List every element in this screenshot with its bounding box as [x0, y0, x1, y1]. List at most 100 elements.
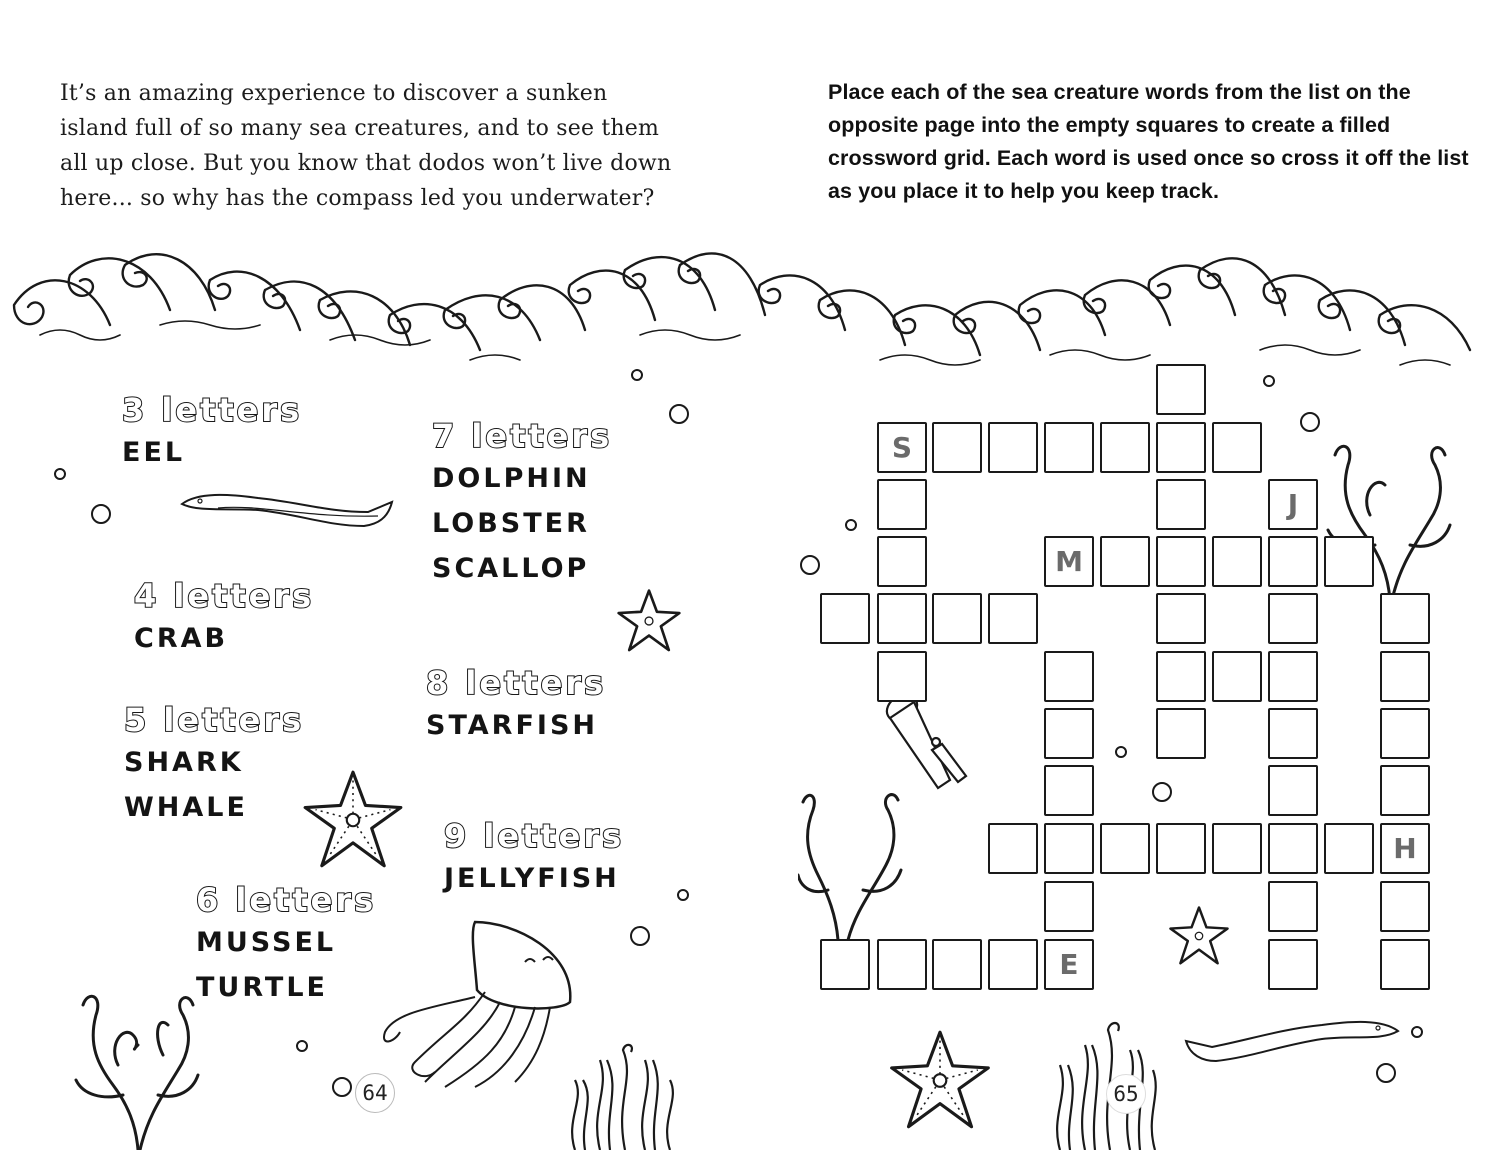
bubble-icon [1300, 412, 1320, 432]
crossword-cell[interactable]: E [1044, 939, 1094, 990]
word-group-6-letters: 6 letters MUSSEL TURTLE [195, 880, 377, 1010]
left-page: It’s an amazing experience to discover a… [54, 81, 689, 1150]
group-title: 6 letters [195, 880, 377, 920]
page-number: 65 [1106, 1074, 1146, 1114]
crossword-cell[interactable] [1156, 593, 1206, 644]
coral-icon [74, 994, 200, 1150]
bubble-icon [677, 889, 689, 901]
crossword-cell[interactable] [1156, 651, 1206, 702]
crossword-cell[interactable] [1268, 708, 1318, 759]
crossword-cell[interactable] [932, 939, 982, 990]
crossword-cell[interactable] [1156, 364, 1206, 415]
word-dolphin[interactable]: DOLPHIN [432, 463, 591, 494]
crossword-cell[interactable] [988, 823, 1038, 874]
crossword-cell[interactable] [1268, 651, 1318, 702]
word-group-9-letters: 9 letters JELLYFISH [443, 816, 625, 901]
crossword-cell[interactable] [1212, 422, 1262, 473]
bubble-group [800, 375, 1423, 1083]
word-turtle[interactable]: TURTLE [196, 972, 328, 1003]
crossword-cell[interactable] [1212, 823, 1262, 874]
word-group-8-letters: 8 letters STARFISH [425, 663, 606, 748]
crossword-cell[interactable] [932, 422, 982, 473]
crossword-cell[interactable] [1212, 651, 1262, 702]
crossword-cell[interactable] [1044, 422, 1094, 473]
crossword-cell[interactable] [1156, 708, 1206, 759]
bubble-icon [669, 404, 689, 424]
crossword-cell[interactable] [820, 593, 870, 644]
crossword-cell[interactable] [1044, 651, 1094, 702]
crossword-cell[interactable] [1380, 593, 1430, 644]
crossword-cell[interactable] [1044, 765, 1094, 816]
word-jellyfish[interactable]: JELLYFISH [444, 863, 620, 894]
crossword-cell[interactable] [1380, 881, 1430, 932]
crossword-cell[interactable] [1156, 823, 1206, 874]
eel-icon [1184, 1020, 1400, 1063]
group-title: 9 letters [443, 816, 625, 856]
starfish-icon [1169, 906, 1229, 965]
crossword-cell[interactable] [1156, 479, 1206, 530]
crossword-cell[interactable] [877, 479, 927, 530]
crossword-cell[interactable] [1268, 593, 1318, 644]
crossword-cell[interactable] [1268, 765, 1318, 816]
starfish-icon [890, 1030, 990, 1129]
crossword-cell[interactable]: H [1380, 823, 1430, 874]
crossword-cell[interactable] [988, 593, 1038, 644]
crossword-cell[interactable] [1156, 422, 1206, 473]
crossword-cell[interactable] [1380, 651, 1430, 702]
crossword-cell[interactable]: S [877, 422, 927, 473]
crossword-cell[interactable] [1380, 708, 1430, 759]
crossword-cell[interactable] [877, 939, 927, 990]
word-mussel[interactable]: MUSSEL [196, 927, 337, 958]
crossword-cell[interactable] [1100, 536, 1150, 587]
crossword-cell[interactable] [1268, 536, 1318, 587]
crossword-cell[interactable] [1380, 939, 1430, 990]
word-lobster[interactable]: LOBSTER [432, 508, 590, 539]
right-page: Place each of the sea creature words fro… [750, 0, 1500, 1150]
bubble-icon [1376, 1063, 1396, 1083]
bubble-icon [1152, 782, 1172, 802]
bubble-icon [296, 1040, 308, 1052]
intro-text: It’s an amazing experience to discover a… [60, 81, 672, 211]
word-shark[interactable]: SHARK [124, 747, 244, 778]
crossword-cell[interactable] [877, 593, 927, 644]
crossword-cell[interactable] [1268, 939, 1318, 990]
crossword-cell[interactable] [820, 939, 870, 990]
crossword-cell[interactable] [1268, 823, 1318, 874]
crossword-cell[interactable] [877, 536, 927, 587]
jellyfish-icon [383, 920, 572, 1088]
crossword-cell[interactable] [1212, 536, 1262, 587]
crossword-cell[interactable] [1324, 536, 1374, 587]
crossword-cell[interactable]: M [1044, 536, 1094, 587]
group-title: 7 letters [431, 416, 613, 456]
word-starfish[interactable]: STARFISH [426, 710, 598, 741]
word-eel[interactable]: EEL [122, 437, 186, 468]
crossword-cell[interactable] [1380, 765, 1430, 816]
bubble-icon [1115, 746, 1127, 758]
bubble-icon [1411, 1026, 1423, 1038]
crossword-cell[interactable] [1156, 536, 1206, 587]
bubble-icon [332, 1077, 352, 1097]
crossword-cell[interactable] [1044, 881, 1094, 932]
word-whale[interactable]: WHALE [124, 792, 248, 823]
word-group-7-letters: 7 letters DOLPHIN LOBSTER SCALLOP [431, 416, 613, 591]
crossword-cell[interactable] [988, 939, 1038, 990]
word-crab[interactable]: CRAB [134, 623, 229, 654]
bubble-icon [91, 504, 111, 524]
crossword-cell[interactable] [877, 651, 927, 702]
crossword-cell[interactable] [1044, 708, 1094, 759]
crossword-cell[interactable] [1100, 422, 1150, 473]
crossword-cell[interactable]: J [1268, 479, 1318, 530]
bubble-icon [54, 468, 66, 480]
page-number: 64 [355, 1073, 395, 1113]
bubble-icon [630, 926, 650, 946]
instructions-text: Place each of the sea creature words fro… [828, 79, 1469, 203]
crossword-cell[interactable] [932, 593, 982, 644]
word-scallop[interactable]: SCALLOP [432, 553, 590, 584]
crossword-cell[interactable] [988, 422, 1038, 473]
bubble-icon [1263, 375, 1275, 387]
crossword-cell[interactable] [1268, 881, 1318, 932]
crossword-cell[interactable] [1044, 823, 1094, 874]
crossword-cell[interactable] [1100, 823, 1150, 874]
bubble-group [54, 369, 689, 1097]
crossword-cell[interactable] [1324, 823, 1374, 874]
